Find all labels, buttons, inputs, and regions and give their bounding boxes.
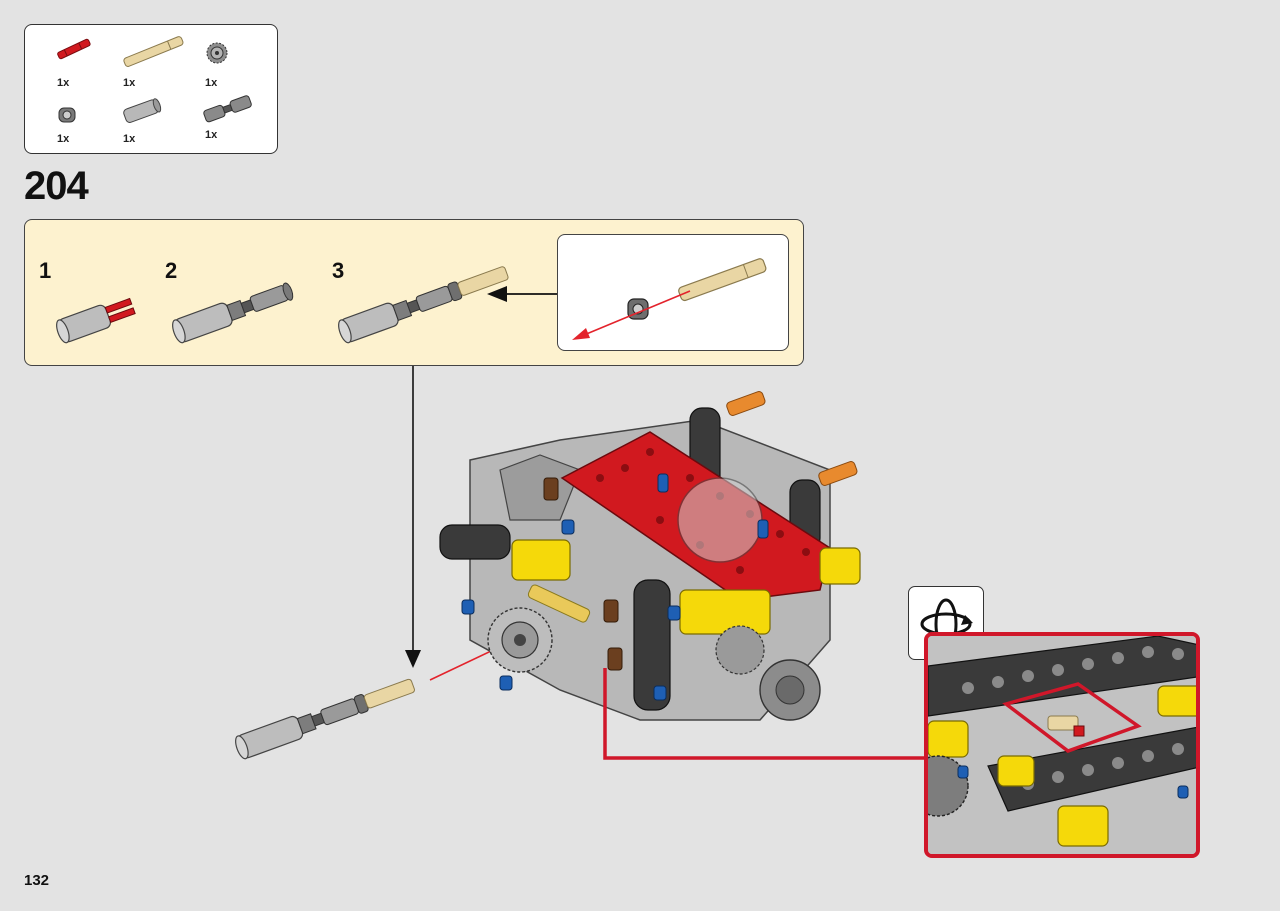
part-qty: 1x — [57, 77, 70, 89]
callout-graphics — [572, 258, 767, 340]
highlight-frame — [1002, 682, 1142, 753]
sub-step-1-assembly — [56, 297, 136, 344]
sub-step-number: 3 — [332, 258, 345, 283]
part-qty: 1x — [57, 133, 70, 145]
sub-step-number: 2 — [165, 258, 178, 283]
insert-arrow — [583, 290, 691, 336]
sub-step-3-assembly — [338, 266, 509, 344]
sub-step-2-assembly — [172, 282, 294, 344]
sub-assembly-graphics — [56, 266, 558, 344]
grey-connector-icon — [123, 98, 162, 123]
arrow-head — [572, 328, 590, 340]
universal-joint-icon — [203, 95, 252, 123]
drive-shaft-assembly — [235, 678, 415, 760]
part-qty: 1x — [123, 133, 136, 145]
orange-pin — [818, 461, 858, 486]
zoom-connector-line — [603, 668, 924, 760]
part-qty: 1x — [205, 129, 218, 141]
gearbox-model — [439, 391, 861, 721]
red-axle-icon — [57, 38, 91, 60]
sub-step-number: 1 — [39, 258, 52, 283]
step-number: 204 — [24, 164, 89, 208]
sub-step-callout — [557, 234, 789, 351]
tan-axle-icon — [123, 36, 184, 67]
arrow-head — [487, 286, 507, 302]
orange-pin — [726, 391, 766, 416]
parts-list-graphics — [57, 36, 252, 123]
part-qty: 1x — [205, 77, 218, 89]
parts-list-panel: 1x 1x 1x 1x 1x 1x — [24, 24, 278, 154]
part-qty: 1x — [123, 77, 136, 89]
zoom-detail-graphics — [928, 636, 1196, 854]
bush-icon — [58, 107, 76, 123]
page-number: 132 — [24, 872, 50, 889]
arrow-head — [405, 650, 421, 668]
gear-icon — [206, 42, 228, 64]
zoom-detail-callout — [924, 632, 1200, 858]
